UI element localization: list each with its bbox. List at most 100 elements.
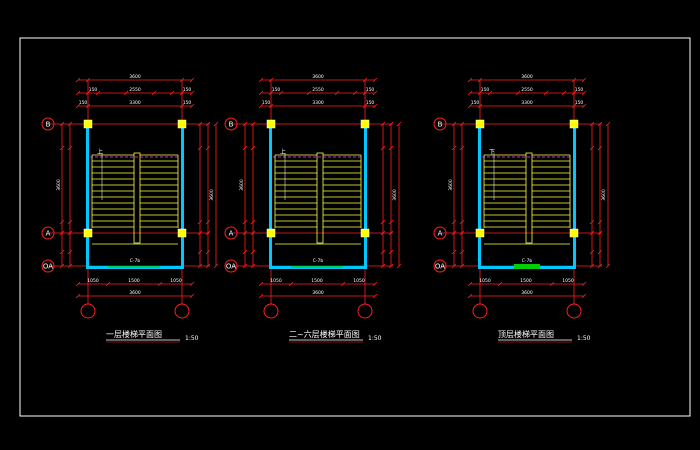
dimension-tick (258, 90, 264, 96)
dimension-tick (242, 121, 248, 127)
dimension-text: 3600 (239, 179, 245, 191)
dimension-tick (589, 219, 595, 225)
dimension-tick (372, 293, 378, 299)
dimension-tick (605, 121, 611, 127)
dimension-text: 3600 (312, 290, 324, 296)
dimension-tick (75, 103, 81, 109)
dimension-tick (451, 219, 457, 225)
dimension-tick (67, 230, 73, 236)
dimension-tick (59, 219, 65, 225)
dimension-tick (151, 90, 157, 96)
plan-title: 顶层楼梯平面图 (498, 329, 554, 339)
dimension-tick (268, 103, 274, 109)
dimension-tick (67, 219, 73, 225)
dimension-text: 3600 (129, 74, 141, 80)
dimension-text: 2550 (521, 87, 533, 93)
structural-column (177, 228, 187, 238)
axis-bubble-OA (224, 259, 238, 273)
dimension-tick (59, 145, 65, 151)
dimension-tick (459, 145, 465, 151)
dimension-tick (372, 77, 378, 83)
dimension-text: 3300 (521, 100, 533, 106)
dimension-text: 1500 (520, 278, 532, 284)
dimension-tick (372, 103, 378, 109)
dimension-text: 3600 (448, 179, 454, 191)
structural-column (569, 119, 579, 129)
dimension-tick (59, 230, 65, 236)
dimension-tick (189, 77, 195, 83)
axis-label-OA: OA (43, 263, 53, 271)
dimension-tick (589, 145, 595, 151)
axis-label-B: B (438, 121, 443, 129)
dimension-text: 150 (79, 100, 88, 106)
dimension-tick (451, 230, 457, 236)
wall-left (478, 128, 481, 269)
dimension-tick (250, 219, 256, 225)
window-label: C-7b (522, 258, 533, 264)
dimension-tick (213, 263, 219, 269)
dimension-tick (581, 90, 587, 96)
wall-right (181, 128, 184, 269)
dimension-tick (589, 121, 595, 127)
axis-bubble-B (41, 117, 55, 131)
sheet-frame (19, 37, 691, 417)
dimension-text: 2550 (129, 87, 141, 93)
dimension-tick (467, 293, 473, 299)
stair-direction-mark: 下 (489, 149, 495, 156)
dimension-text: 3600 (521, 74, 533, 80)
dimension-tick (549, 281, 555, 287)
dimension-tick (459, 249, 465, 255)
dimension-tick (105, 281, 111, 287)
dimension-tick (179, 77, 185, 83)
dimension-tick (205, 263, 211, 269)
dimension-tick (258, 293, 264, 299)
dimension-tick (362, 77, 368, 83)
dimension-tick (258, 281, 264, 287)
dimension-tick (197, 219, 203, 225)
dimension-tick (75, 281, 81, 287)
dimension-text: 150 (89, 87, 98, 93)
dimension-tick (85, 90, 91, 96)
dimension-tick (179, 103, 185, 109)
dimension-tick (388, 263, 394, 269)
dimension-tick (589, 230, 595, 236)
axis-label-A: A (438, 230, 443, 238)
dimension-text: 1050 (87, 278, 99, 284)
dimension-tick (467, 90, 473, 96)
dimension-text: 3600 (56, 179, 62, 191)
dimension-tick (67, 249, 73, 255)
dimension-tick (306, 90, 312, 96)
dimension-tick (581, 103, 587, 109)
wall-left (269, 128, 272, 269)
dimension-tick (497, 281, 503, 287)
dimension-tick (571, 77, 577, 83)
dimension-text: 3600 (129, 290, 141, 296)
dimension-tick (250, 145, 256, 151)
structural-column (360, 228, 370, 238)
dimension-tick (205, 249, 211, 255)
window-label: C-7b (130, 258, 141, 264)
dimension-tick (388, 121, 394, 127)
dimension-tick (197, 263, 203, 269)
dimension-tick (169, 90, 175, 96)
dimension-tick (388, 249, 394, 255)
structural-column (83, 119, 93, 129)
axis-label-OA: OA (226, 263, 236, 271)
dimension-tick (362, 90, 368, 96)
dimension-tick (250, 230, 256, 236)
plan-scale: 1:50 (577, 335, 591, 342)
axis-bubble-OA (41, 259, 55, 273)
window-opening (514, 264, 540, 269)
dimension-text: 150 (481, 87, 490, 93)
dimension-tick (250, 121, 256, 127)
dimension-tick (543, 90, 549, 96)
dimension-tick (242, 145, 248, 151)
plan-scale: 1:50 (185, 335, 199, 342)
plan-title: 二~六层楼梯平面图 (289, 329, 360, 339)
axis-label-B: B (46, 121, 51, 129)
